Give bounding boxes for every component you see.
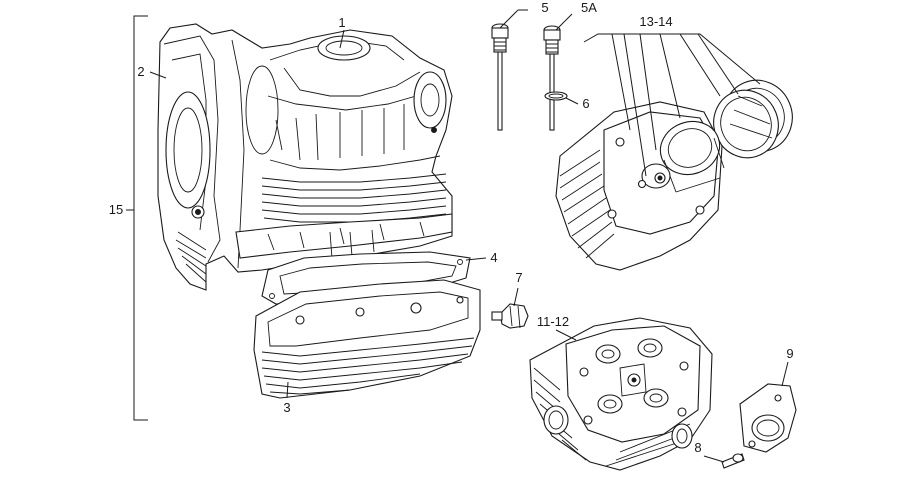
cylinder-barrel [555, 101, 725, 271]
bolt [721, 453, 745, 469]
callout-5: 5 [541, 0, 548, 15]
crankcase [157, 23, 453, 291]
callout-2: 2 [137, 64, 144, 79]
oil-sump [253, 279, 481, 399]
dipstick-5a [543, 25, 561, 131]
callout-7: 7 [515, 270, 522, 285]
callout-13-14: 13-14 [639, 14, 672, 29]
callout-8: 8 [694, 440, 701, 455]
o-ring [544, 91, 568, 101]
callout-4: 4 [490, 250, 497, 265]
callout-5a: 5A [581, 0, 597, 15]
leader-lines [149, 9, 789, 463]
dipstick-5 [491, 23, 509, 131]
piston-rings [713, 79, 793, 159]
callout-6: 6 [582, 96, 589, 111]
callout-11-12: 11-12 [537, 314, 569, 329]
callout-9: 9 [786, 346, 793, 361]
port-flange [739, 383, 797, 453]
oil-sensor [491, 303, 529, 329]
group-bracket-15 [126, 15, 148, 421]
cylinder-head [529, 317, 713, 471]
callout-labels: 1 2 3 4 5 5A 6 7 8 9 11-12 13-14 15 [109, 0, 794, 455]
callout-15: 15 [109, 202, 123, 217]
callout-1: 1 [338, 15, 345, 30]
callout-3: 3 [283, 400, 290, 415]
